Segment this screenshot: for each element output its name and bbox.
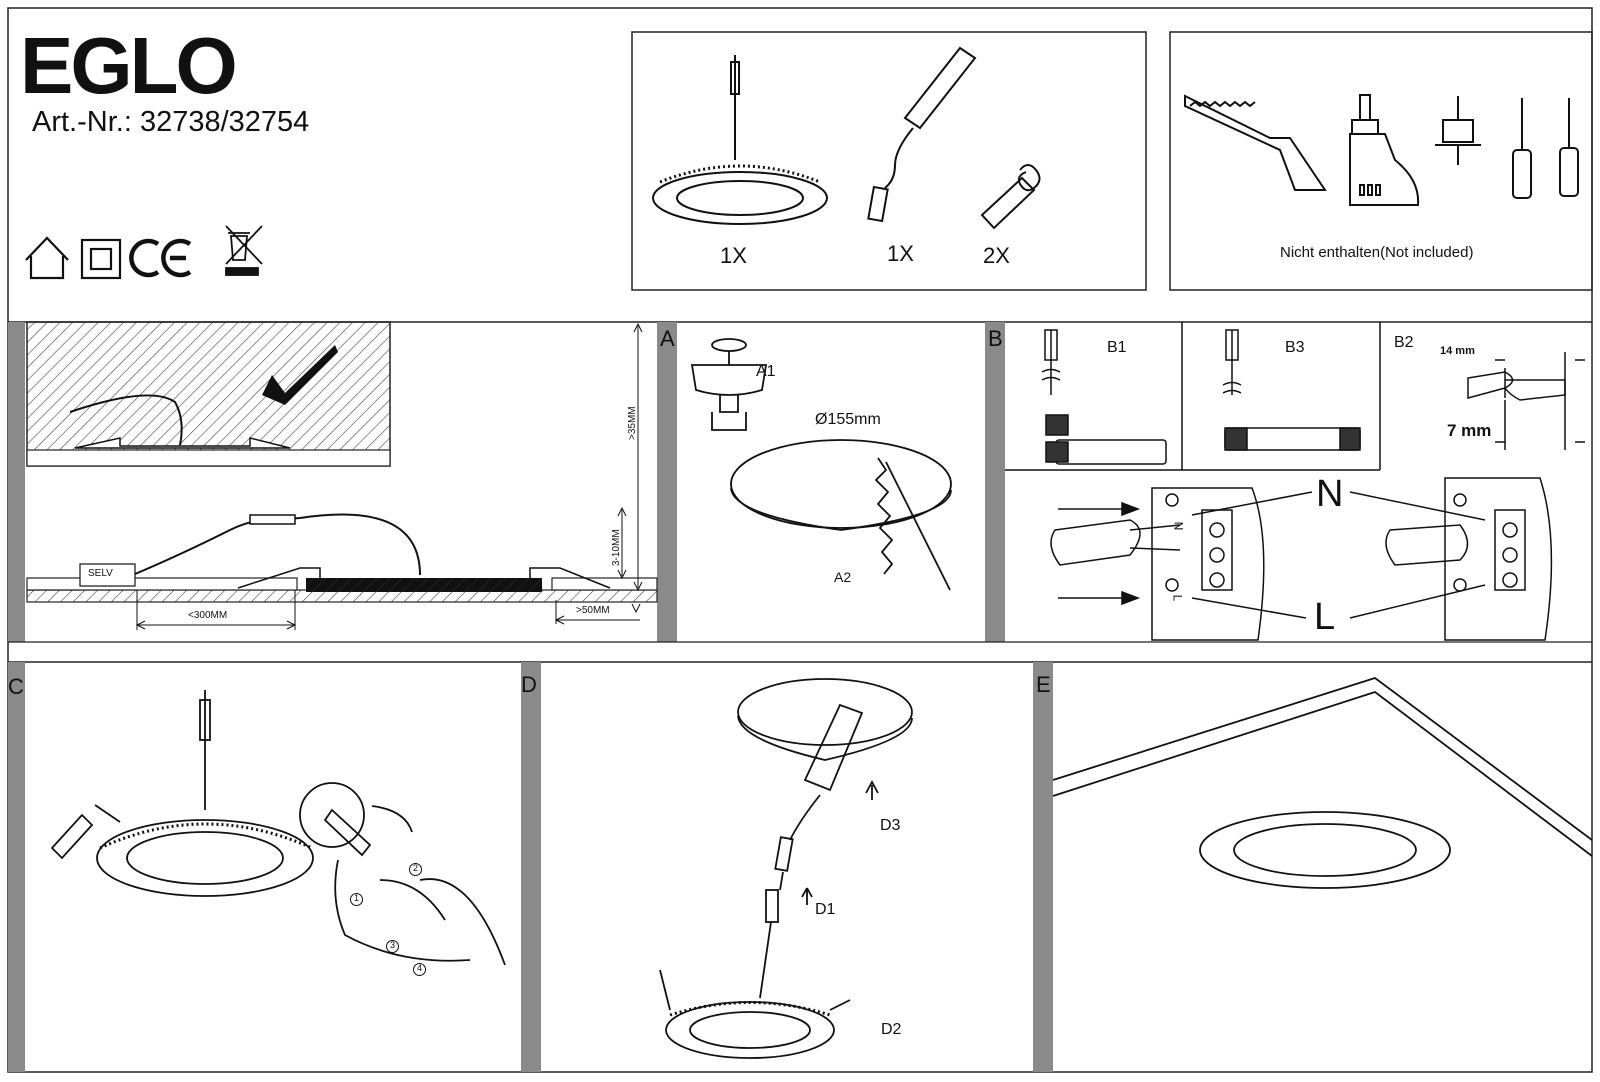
separator-bar bbox=[1033, 662, 1053, 1072]
step-label: D3 bbox=[880, 817, 901, 834]
dimension-label: >35MM bbox=[627, 406, 638, 440]
connector-icon bbox=[980, 164, 1041, 230]
contents-box bbox=[631, 31, 1147, 291]
panel-letter-b: B bbox=[988, 326, 1003, 351]
dimension-label: >50MM bbox=[576, 605, 610, 616]
driver-quantity: 1X bbox=[887, 241, 914, 266]
separator-bar bbox=[8, 322, 25, 642]
panel-c-artwork bbox=[50, 690, 506, 966]
brand-logo: EGLO bbox=[20, 21, 238, 110]
separator-bar bbox=[521, 662, 541, 1072]
page-border bbox=[7, 7, 1593, 1073]
panel-b-artwork bbox=[1005, 322, 1585, 641]
dimension-label: 3-10MM bbox=[611, 529, 622, 566]
step-label: A1 bbox=[756, 363, 776, 380]
terminal-marker: L bbox=[1170, 594, 1185, 602]
lamp-quantity: 1X bbox=[720, 243, 747, 268]
step-label: B1 bbox=[1107, 339, 1127, 356]
diameter-label: Ø155mm bbox=[815, 411, 881, 428]
screwdriver-flat-icon bbox=[1512, 98, 1532, 199]
callout-number: 1 bbox=[350, 893, 363, 906]
dimension-label: <300MM bbox=[188, 610, 228, 621]
weee-bin-icon bbox=[225, 225, 263, 276]
drill-icon bbox=[1349, 94, 1420, 206]
callout-number: 2 bbox=[409, 863, 422, 876]
panel-letter-a: A bbox=[660, 326, 675, 351]
tools-note: Nicht enthalten(Not included) bbox=[1280, 244, 1474, 261]
neutral-label: N bbox=[1316, 473, 1344, 515]
selv-label: SELV bbox=[88, 568, 113, 579]
callout-number: 3 bbox=[386, 940, 399, 953]
strip-length-label: 7 mm bbox=[1447, 421, 1492, 440]
article-number: Art.-Nr.: 32738/32754 bbox=[32, 106, 310, 138]
live-label: L bbox=[1314, 596, 1336, 638]
hole-saw-icon bbox=[1435, 96, 1481, 165]
screwdriver-phillips-icon bbox=[1559, 98, 1579, 197]
panel-a-artwork bbox=[690, 338, 952, 591]
panel-letter-d: D bbox=[521, 672, 537, 697]
step-label: B2 bbox=[1394, 334, 1414, 351]
step-label: D1 bbox=[815, 901, 836, 918]
strip-length-label: 14 mm bbox=[1440, 345, 1475, 357]
saw-icon bbox=[1184, 94, 1327, 191]
driver-icon bbox=[867, 46, 977, 223]
separator-bar bbox=[985, 322, 1005, 642]
panel-letter-e: E bbox=[1036, 672, 1051, 697]
separator-bar bbox=[8, 662, 25, 1072]
separator-bar bbox=[657, 322, 677, 642]
panel-e-artwork bbox=[1052, 677, 1593, 889]
house-icon bbox=[25, 236, 69, 280]
terminal-marker: N bbox=[1171, 521, 1186, 531]
tools-box bbox=[1169, 31, 1593, 291]
panel-light-icon bbox=[652, 55, 828, 225]
installation-diagram bbox=[26, 321, 658, 630]
callout-number: 4 bbox=[413, 963, 426, 976]
ce-mark bbox=[129, 238, 192, 278]
checkmark-icon bbox=[262, 345, 338, 405]
class-ii-icon bbox=[80, 238, 122, 280]
step-label: D2 bbox=[881, 1021, 902, 1038]
connector-quantity: 2X bbox=[983, 243, 1010, 268]
step-label: A2 bbox=[834, 569, 852, 585]
step-label: B3 bbox=[1285, 339, 1305, 356]
panel-d-artwork bbox=[659, 678, 913, 1059]
panel-letter-c: C bbox=[8, 674, 24, 699]
